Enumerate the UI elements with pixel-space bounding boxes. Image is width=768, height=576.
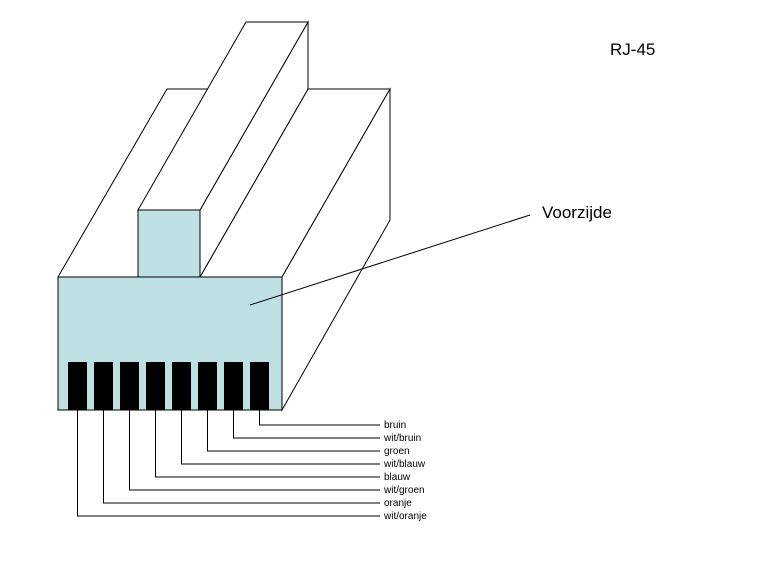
wire-label: oranje [384, 498, 412, 509]
connector-front-face [57, 276, 283, 411]
wire-lead [233, 410, 380, 439]
wire-labels: bruin wit/bruin groen wit/blauw blauw wit/gro… [383, 420, 427, 522]
wire-label: wit/oranje [383, 511, 427, 522]
wire-label: wit/bruin [383, 433, 421, 444]
contact-pin [172, 362, 191, 410]
front-face-callout-line [249, 214, 531, 306]
wire-lead [259, 410, 380, 426]
wire-lead [77, 410, 380, 517]
wire-label: wit/blauw [383, 459, 426, 470]
latch-front-face [137, 209, 201, 278]
contact-pin [198, 362, 217, 410]
wire-leads [77, 410, 380, 517]
wire-lead [155, 410, 380, 478]
wire-label: wit/groen [383, 485, 425, 496]
wire-lead [181, 410, 380, 465]
diagram-title: RJ-45 [610, 40, 655, 59]
contact-pins [68, 362, 269, 410]
front-face-label: Voorzijde [542, 203, 612, 222]
contact-pin [250, 362, 269, 410]
wire-label: groen [384, 446, 410, 457]
contact-pin [94, 362, 113, 410]
contact-pin [68, 362, 87, 410]
wire-lead [207, 410, 380, 452]
contact-pin [120, 362, 139, 410]
contact-pin [224, 362, 243, 410]
wire-label: bruin [384, 420, 406, 431]
wire-label: blauw [384, 472, 411, 483]
wire-lead [129, 410, 380, 491]
contact-pin [146, 362, 165, 410]
wire-lead [103, 410, 380, 504]
